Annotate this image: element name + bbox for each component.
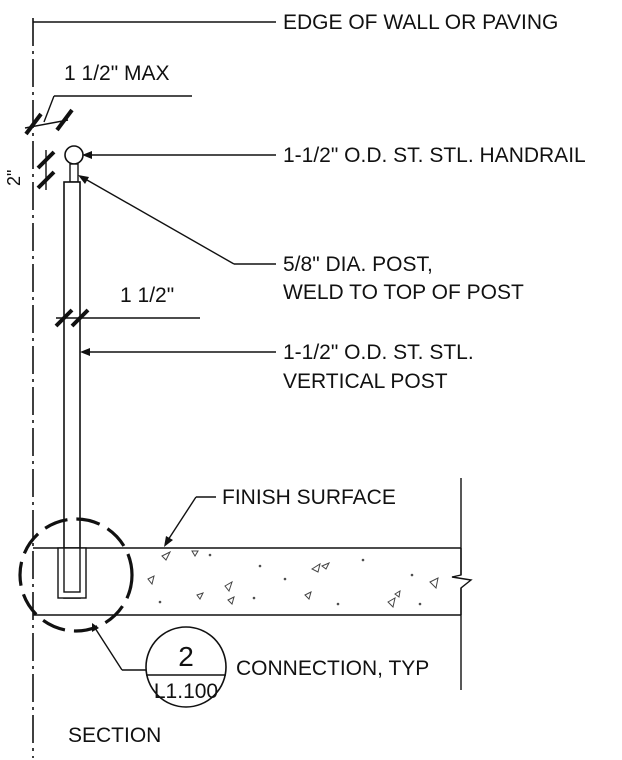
handrail-arrowhead [82,151,92,159]
concrete-hatch [147,550,439,608]
rail-height-tick-b [36,170,56,190]
small-post-arrowhead [78,175,89,184]
post-width-label: 1 1/2" [120,284,174,307]
post-width-tick-a [54,308,74,328]
small-post-leader-a [79,175,235,265]
vertical-post [63,181,81,599]
finish-leader-b [167,496,197,541]
small-post-label-2: WELD TO TOP OF POST [283,281,524,304]
connection-label: CONNECTION, TYP [236,657,429,680]
detail-sheet: L1.100 [154,680,218,703]
detail-arrowhead [92,623,99,632]
section-label: SECTION [68,724,161,747]
gap-tick-a [24,112,43,136]
edge-label: EDGE OF WALL OR PAVING [283,11,558,34]
rail-height-tick-a [36,150,56,170]
detail-callout-circle [18,517,134,633]
finish-arrowhead [164,536,173,547]
vertical-post-label-1: 1-1/2" O.D. ST. STL. [283,341,474,364]
slab-break-line [451,548,473,615]
detail-number: 2 [178,641,194,672]
finish-surface-label: FINISH SURFACE [222,486,396,509]
small-post [69,163,79,183]
handrail-tube [64,145,84,165]
handrail-label: 1-1/2" O.D. ST. STL. HANDRAIL [283,144,586,167]
detail-marker [145,626,227,708]
gap-tick-b [55,108,74,132]
rail-height-label: 2" [4,170,24,186]
gap-dim-label: 1 1/2" MAX [64,62,170,85]
small-post-label-1: 5/8" DIA. POST, [283,253,433,276]
vertical-post-arrowhead [80,348,90,356]
vertical-post-label-2: VERTICAL POST [283,370,448,393]
detail-leader-a [94,627,123,671]
post-width-tick-b [70,308,90,328]
post-in-sleeve [63,547,81,593]
gap-dim-leader [43,95,55,123]
